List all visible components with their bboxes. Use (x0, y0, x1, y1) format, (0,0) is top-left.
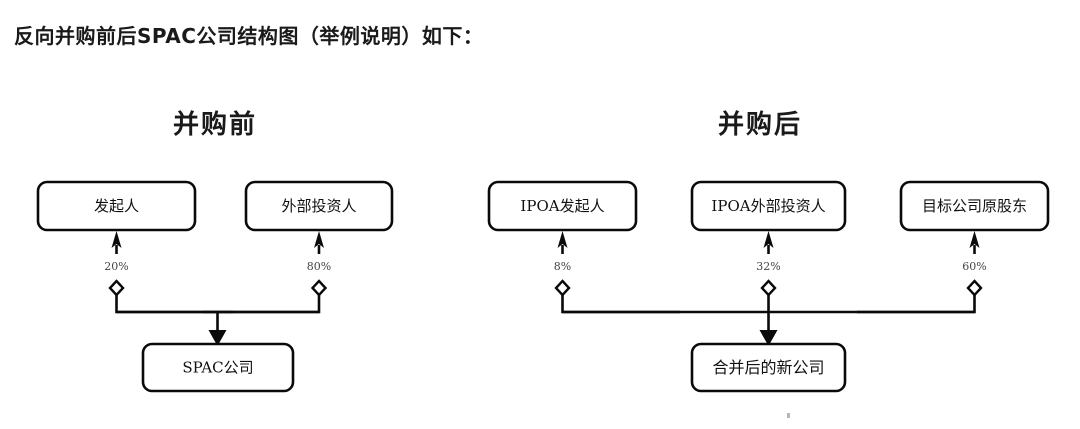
connector-after-0 (554, 279, 680, 314)
node-box-rect (487, 180, 638, 232)
section-heading-before: 并购前 (173, 110, 258, 140)
percent-label-after-1: 32% (756, 260, 780, 273)
node-label: SPAC公司 (182, 359, 253, 377)
arrow-up-before-1 (314, 231, 324, 254)
node-before-1[interactable]: 外部投资人 (244, 180, 394, 232)
section-heading-after: 并购后 (718, 110, 803, 140)
node-after-1[interactable]: IPOA外部投资人 (690, 180, 847, 232)
node-label: 目标公司原股东 (922, 197, 1027, 215)
node-after-bottom[interactable]: 合并后的新公司 (690, 342, 847, 393)
node-after-2[interactable]: 目标公司原股东 (899, 180, 1050, 232)
percent-label-after-2: 60% (962, 260, 986, 273)
arrow-down-after (562, 310, 975, 346)
connector-before-0 (108, 279, 233, 314)
percent-label-before-1: 80% (307, 260, 331, 273)
node-before-bottom[interactable]: SPAC公司 (141, 342, 295, 393)
panel-after: IPOA发起人 8% IPOA外部投资人 32% 目标公司原股东 (487, 180, 1050, 393)
connector-before-1 (203, 279, 328, 314)
node-label: 合并后的新公司 (712, 358, 824, 377)
panel-before: 发起人 20% 外部投资人 80% (36, 180, 394, 393)
connector-after-2 (857, 279, 983, 314)
percent-label-after-0: 8% (554, 260, 571, 273)
node-box-rect (244, 180, 394, 232)
arrow-up-before-0 (111, 231, 122, 254)
node-box-rect (690, 180, 847, 232)
node-label: 外部投资人 (281, 197, 356, 215)
page-title: 反向并购前后SPAC公司结构图（举例说明）如下： (14, 24, 484, 48)
node-box-rect (36, 180, 197, 232)
node-label: 发起人 (94, 197, 139, 215)
node-box-rect (899, 180, 1050, 232)
node-label: IPOA外部投资人 (711, 197, 825, 215)
percent-label-before-0: 20% (104, 260, 128, 273)
image-speck-artifact (787, 413, 790, 418)
node-label: IPOA发起人 (520, 197, 604, 215)
arrow-up-after-1 (763, 231, 774, 254)
node-before-0[interactable]: 发起人 (36, 180, 197, 232)
arrow-down-before (116, 310, 319, 346)
node-box-rect (690, 342, 847, 393)
arrow-up-after-0 (557, 231, 568, 254)
node-box-rect (141, 342, 295, 393)
node-after-0[interactable]: IPOA发起人 (487, 180, 638, 232)
connector-after-1 (760, 279, 777, 333)
arrow-up-after-2 (969, 231, 980, 254)
